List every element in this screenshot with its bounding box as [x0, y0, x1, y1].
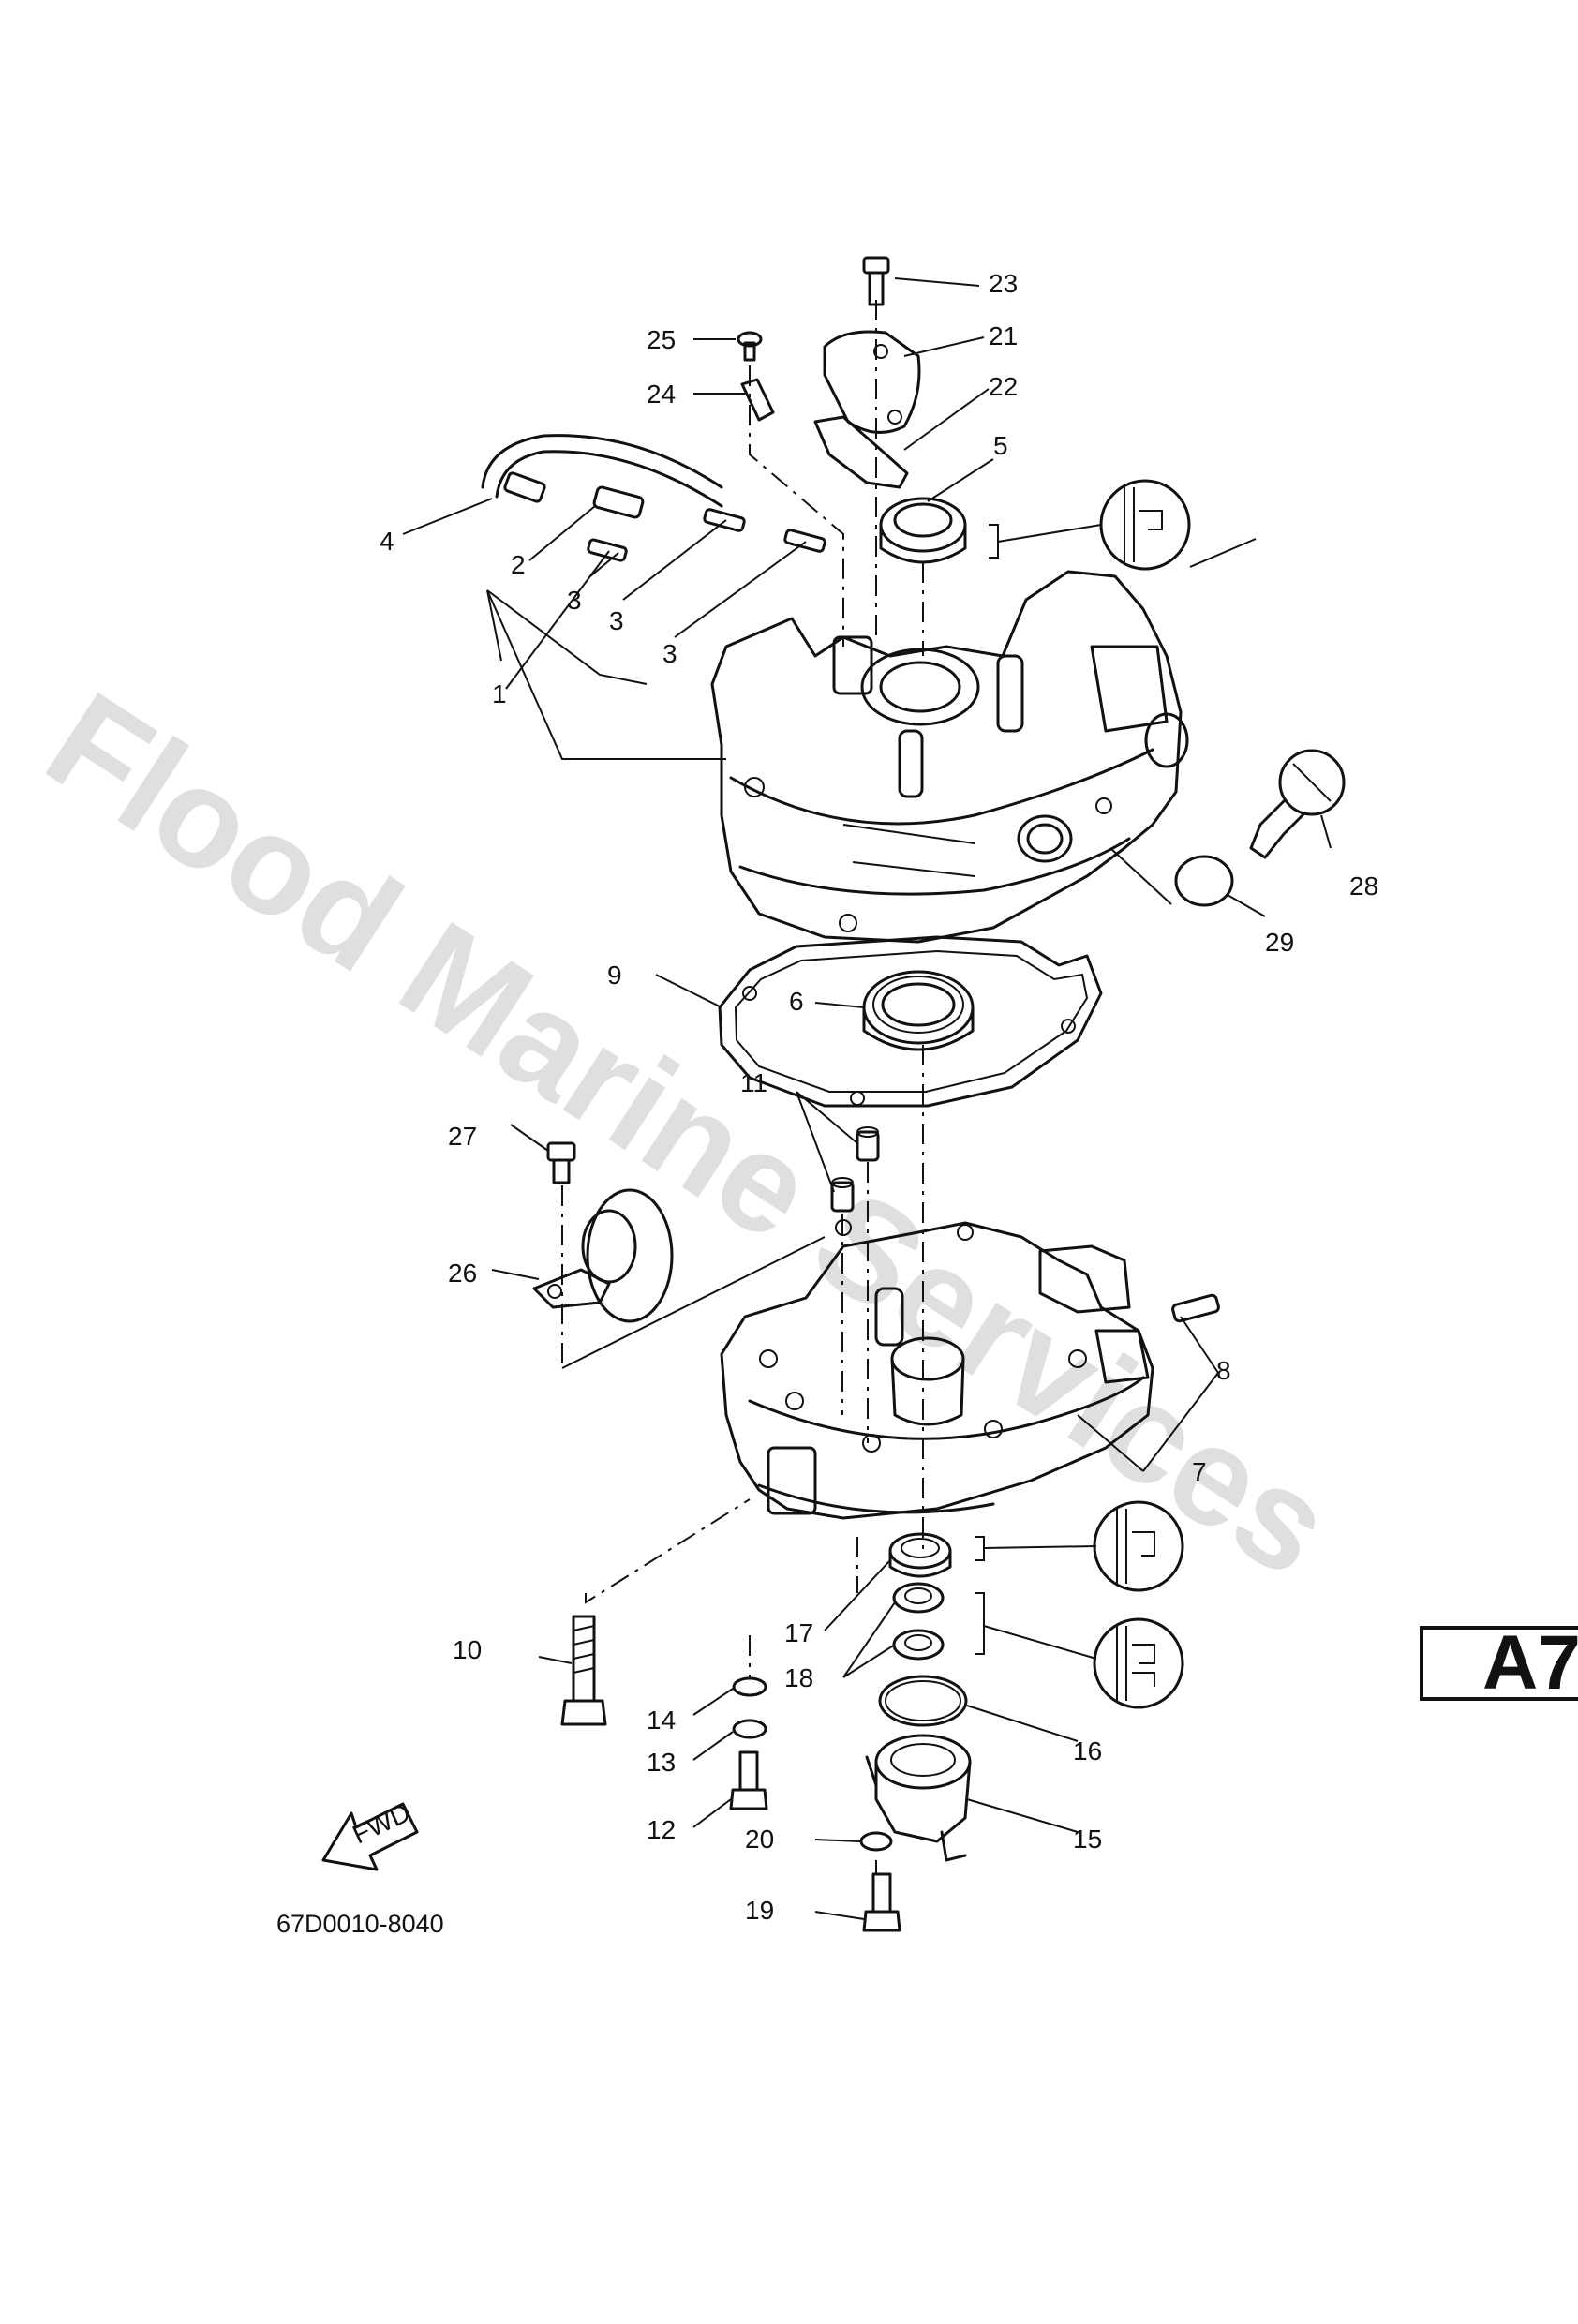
- o-ring-part-16: [878, 1675, 968, 1727]
- hose-part-4: [481, 434, 723, 508]
- fwd-label: FWD: [348, 1797, 414, 1849]
- seals-part-18: [892, 1582, 945, 1661]
- callout-12: 12: [647, 1815, 676, 1844]
- pin-part-8: [1171, 1293, 1220, 1323]
- oil-dipstick-part-28: [1249, 749, 1346, 859]
- oil-seal-part-17: [888, 1532, 952, 1578]
- callout-25: 25: [647, 325, 676, 354]
- callout-18: 18: [784, 1663, 813, 1692]
- callout-3c: 3: [662, 639, 677, 668]
- callout-24: 24: [647, 380, 676, 409]
- bolt-part-23: [862, 256, 890, 306]
- callout-14: 14: [647, 1706, 676, 1735]
- callout-22: 22: [989, 372, 1018, 401]
- callout-9: 9: [607, 961, 622, 990]
- callout-21: 21: [989, 321, 1018, 350]
- callout-16: 16: [1073, 1736, 1102, 1765]
- callout-labels: 23 21 22 5 25 24 4 2 3 3 3 1 28 29 9 6 1…: [276, 269, 1378, 1938]
- callout-27: 27: [448, 1122, 477, 1151]
- washer-part-14: [732, 1676, 767, 1697]
- upper-crankcase: [710, 570, 1189, 944]
- page-tag-label: A7: [1482, 1620, 1578, 1706]
- lower-crankcase: [720, 1219, 1154, 1520]
- gear-assembly-part-26: [532, 1188, 674, 1323]
- fwd-direction-arrow: FWD: [321, 1797, 419, 1871]
- oil-seal-part-5: [879, 497, 967, 564]
- callout-7: 7: [1192, 1457, 1207, 1486]
- callout-13: 13: [647, 1748, 676, 1777]
- seal-detail-bubble-upper: [1099, 479, 1191, 571]
- callout-17: 17: [784, 1618, 813, 1647]
- callout-8: 8: [1216, 1356, 1231, 1385]
- callout-15: 15: [1073, 1825, 1102, 1854]
- watermark: Flood Marine Services: [22, 662, 1359, 1606]
- housing-part-15: [865, 1734, 972, 1862]
- bolt-part-10: [560, 1615, 607, 1726]
- washer-part-20: [859, 1831, 893, 1852]
- callout-2: 2: [511, 550, 526, 579]
- callout-6: 6: [789, 987, 804, 1016]
- bolt-part-19: [862, 1872, 901, 1932]
- callout-1: 1: [492, 679, 507, 708]
- callout-19: 19: [745, 1896, 774, 1925]
- callout-11: 11: [740, 1068, 767, 1097]
- callout-26: 26: [448, 1259, 477, 1288]
- leader-lines: [402, 277, 1332, 1920]
- callout-20: 20: [745, 1825, 774, 1854]
- callout-4: 4: [380, 527, 394, 556]
- callout-10: 10: [453, 1635, 482, 1664]
- page-tag-box: [1420, 1626, 1578, 1701]
- callout-28: 28: [1349, 872, 1378, 901]
- bolt-part-27: [546, 1141, 576, 1184]
- screw-part-25: [737, 331, 763, 362]
- seal-detail-bubble-lower: [1093, 1617, 1184, 1709]
- o-ring-part-29: [1174, 855, 1234, 907]
- callout-3a: 3: [567, 586, 582, 615]
- cover-part-21: [823, 330, 921, 434]
- bearing-part-6: [862, 970, 975, 1051]
- washer-part-13: [732, 1719, 767, 1739]
- clip-part-24: [740, 378, 775, 422]
- bolt-part-12: [729, 1750, 768, 1810]
- callout-23: 23: [989, 269, 1018, 298]
- gasket-part-9: [718, 935, 1103, 1108]
- diagram-code: 67D0010-8040: [276, 1910, 444, 1938]
- callout-3b: 3: [609, 606, 624, 635]
- dowel-pins-part-11: [830, 1126, 880, 1213]
- watermark-text: Flood Marine Services: [22, 662, 1359, 1606]
- assembly-lines: [561, 300, 924, 1874]
- gasket-part-22: [813, 415, 909, 489]
- callout-5: 5: [993, 431, 1008, 460]
- callout-29: 29: [1265, 928, 1294, 957]
